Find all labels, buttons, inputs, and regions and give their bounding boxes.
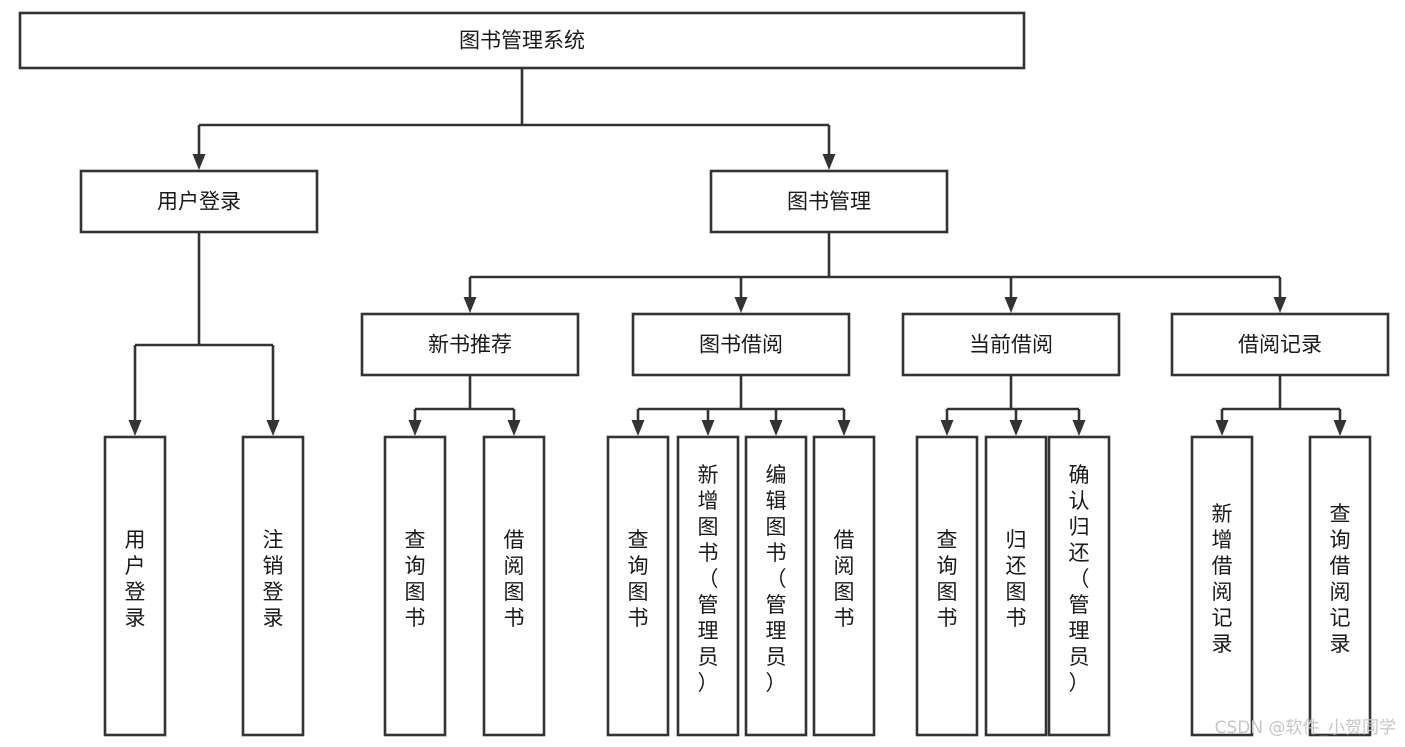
node-leaf-borrow-book-rec[interactable]: 借阅图书 (482, 435, 546, 737)
arrow-head-leaf-query-book-cur (940, 420, 954, 436)
node-leaf-add-book[interactable]: 新增图书（管理员） (676, 435, 740, 737)
edge-layer (128, 68, 1347, 436)
arrow-head-book-manage (822, 154, 836, 170)
edge-group-new-book-recommend (408, 375, 521, 436)
csdn-watermark: CSDN @软件_小贺同学 (1215, 718, 1396, 738)
node-label-current-borrow: 当前借阅 (969, 333, 1053, 357)
node-box-book-manage (709, 169, 949, 234)
node-box-book-borrow (631, 312, 851, 377)
arrow-head-leaf-query-book-borrow (631, 420, 645, 436)
node-label-root: 图书管理系统 (459, 29, 585, 53)
node-root[interactable]: 图书管理系统 (18, 11, 1026, 70)
node-label-leaf-user-logout: 注销登录 (263, 528, 284, 630)
node-leaf-query-book-rec[interactable]: 查询图书 (383, 435, 447, 737)
node-label-leaf-add-book: 新增图书（管理员） (698, 463, 719, 695)
node-leaf-query-record[interactable]: 查询借阅记录 (1308, 435, 1372, 737)
node-label-leaf-query-book-borrow: 查询图书 (628, 528, 649, 630)
arrow-head-leaf-borrow-book (837, 420, 851, 436)
arrow-head-borrow-record (1273, 297, 1287, 313)
node-book-manage[interactable]: 图书管理 (709, 169, 949, 234)
arrow-head-leaf-confirm-return (1072, 420, 1086, 436)
node-leaf-user-login[interactable]: 用户登录 (103, 435, 167, 737)
arrow-head-leaf-user-login (128, 420, 142, 436)
arrow-head-current-borrow (1004, 297, 1018, 313)
node-box-user-login (79, 169, 319, 234)
arrow-head-leaf-return-book (1009, 420, 1023, 436)
node-label-borrow-record: 借阅记录 (1238, 333, 1322, 357)
edge-group-book-borrow (631, 375, 851, 436)
node-leaf-add-record[interactable]: 新增借阅记录 (1190, 435, 1254, 737)
node-box-leaf-query-book-rec (383, 435, 447, 737)
node-user-login[interactable]: 用户登录 (79, 169, 319, 234)
node-current-borrow[interactable]: 当前借阅 (901, 312, 1121, 377)
node-box-leaf-query-book-borrow (606, 435, 670, 737)
edge-group-user-login (128, 232, 280, 436)
arrow-head-leaf-query-book-rec (408, 420, 422, 436)
node-box-leaf-query-record (1308, 435, 1372, 737)
edge-group-borrow-record (1215, 375, 1347, 436)
node-leaf-borrow-book[interactable]: 借阅图书 (812, 435, 876, 737)
node-leaf-query-book-borrow[interactable]: 查询图书 (606, 435, 670, 737)
node-box-leaf-borrow-book (812, 435, 876, 737)
node-leaf-return-book[interactable]: 归还图书 (984, 435, 1048, 737)
node-box-leaf-borrow-book-rec (482, 435, 546, 737)
node-label-leaf-query-book-cur: 查询图书 (937, 528, 958, 630)
node-box-current-borrow (901, 312, 1121, 377)
node-box-leaf-user-login (103, 435, 167, 737)
edge-group-book-manage (463, 232, 1287, 313)
node-box-leaf-add-record (1190, 435, 1254, 737)
node-label-leaf-borrow-book: 借阅图书 (834, 528, 855, 630)
arrow-head-leaf-query-record (1333, 420, 1347, 436)
node-new-book-recommend[interactable]: 新书推荐 (360, 312, 580, 377)
node-box-root (18, 11, 1026, 70)
arrow-head-leaf-add-record (1215, 420, 1229, 436)
node-box-leaf-user-logout (241, 435, 305, 737)
node-leaf-edit-book[interactable]: 编辑图书（管理员） (744, 435, 808, 737)
node-label-leaf-borrow-book-rec: 借阅图书 (504, 528, 525, 630)
node-label-book-borrow: 图书借阅 (699, 333, 783, 357)
arrow-head-user-login (192, 154, 206, 170)
node-label-leaf-return-book: 归还图书 (1006, 528, 1027, 630)
node-box-leaf-query-book-cur (915, 435, 979, 737)
node-label-leaf-add-record: 新增借阅记录 (1212, 502, 1233, 656)
node-label-leaf-user-login: 用户登录 (125, 528, 146, 630)
node-label-leaf-edit-book: 编辑图书（管理员） (766, 463, 787, 695)
node-box-leaf-add-book (676, 435, 740, 737)
edge-group-current-borrow (940, 375, 1086, 436)
node-layer: 图书管理系统用户登录图书管理新书推荐图书借阅当前借阅借阅记录用户登录注销登录查询… (18, 11, 1390, 737)
node-leaf-user-logout[interactable]: 注销登录 (241, 435, 305, 737)
node-box-leaf-edit-book (744, 435, 808, 737)
node-box-leaf-confirm-return (1047, 435, 1111, 737)
node-borrow-record[interactable]: 借阅记录 (1170, 312, 1390, 377)
arrow-head-leaf-user-logout (266, 420, 280, 436)
node-box-new-book-recommend (360, 312, 580, 377)
node-label-leaf-query-book-rec: 查询图书 (405, 528, 426, 630)
node-book-borrow[interactable]: 图书借阅 (631, 312, 851, 377)
arrow-head-book-borrow (734, 297, 748, 313)
arrow-head-leaf-add-book (701, 420, 715, 436)
node-box-leaf-return-book (984, 435, 1048, 737)
edge-group-root (192, 68, 836, 170)
arrow-head-new-book-recommend (463, 297, 477, 313)
node-label-leaf-confirm-return: 确认归还（管理员） (1069, 463, 1090, 695)
node-label-leaf-query-record: 查询借阅记录 (1330, 502, 1351, 656)
node-box-borrow-record (1170, 312, 1390, 377)
node-label-new-book-recommend: 新书推荐 (428, 333, 512, 357)
arrow-head-leaf-borrow-book-rec (507, 420, 521, 436)
node-leaf-confirm-return[interactable]: 确认归还（管理员） (1047, 435, 1111, 737)
node-label-book-manage: 图书管理 (787, 190, 871, 214)
node-leaf-query-book-cur[interactable]: 查询图书 (915, 435, 979, 737)
node-label-user-login: 用户登录 (157, 190, 241, 214)
arrow-head-leaf-edit-book (769, 420, 783, 436)
